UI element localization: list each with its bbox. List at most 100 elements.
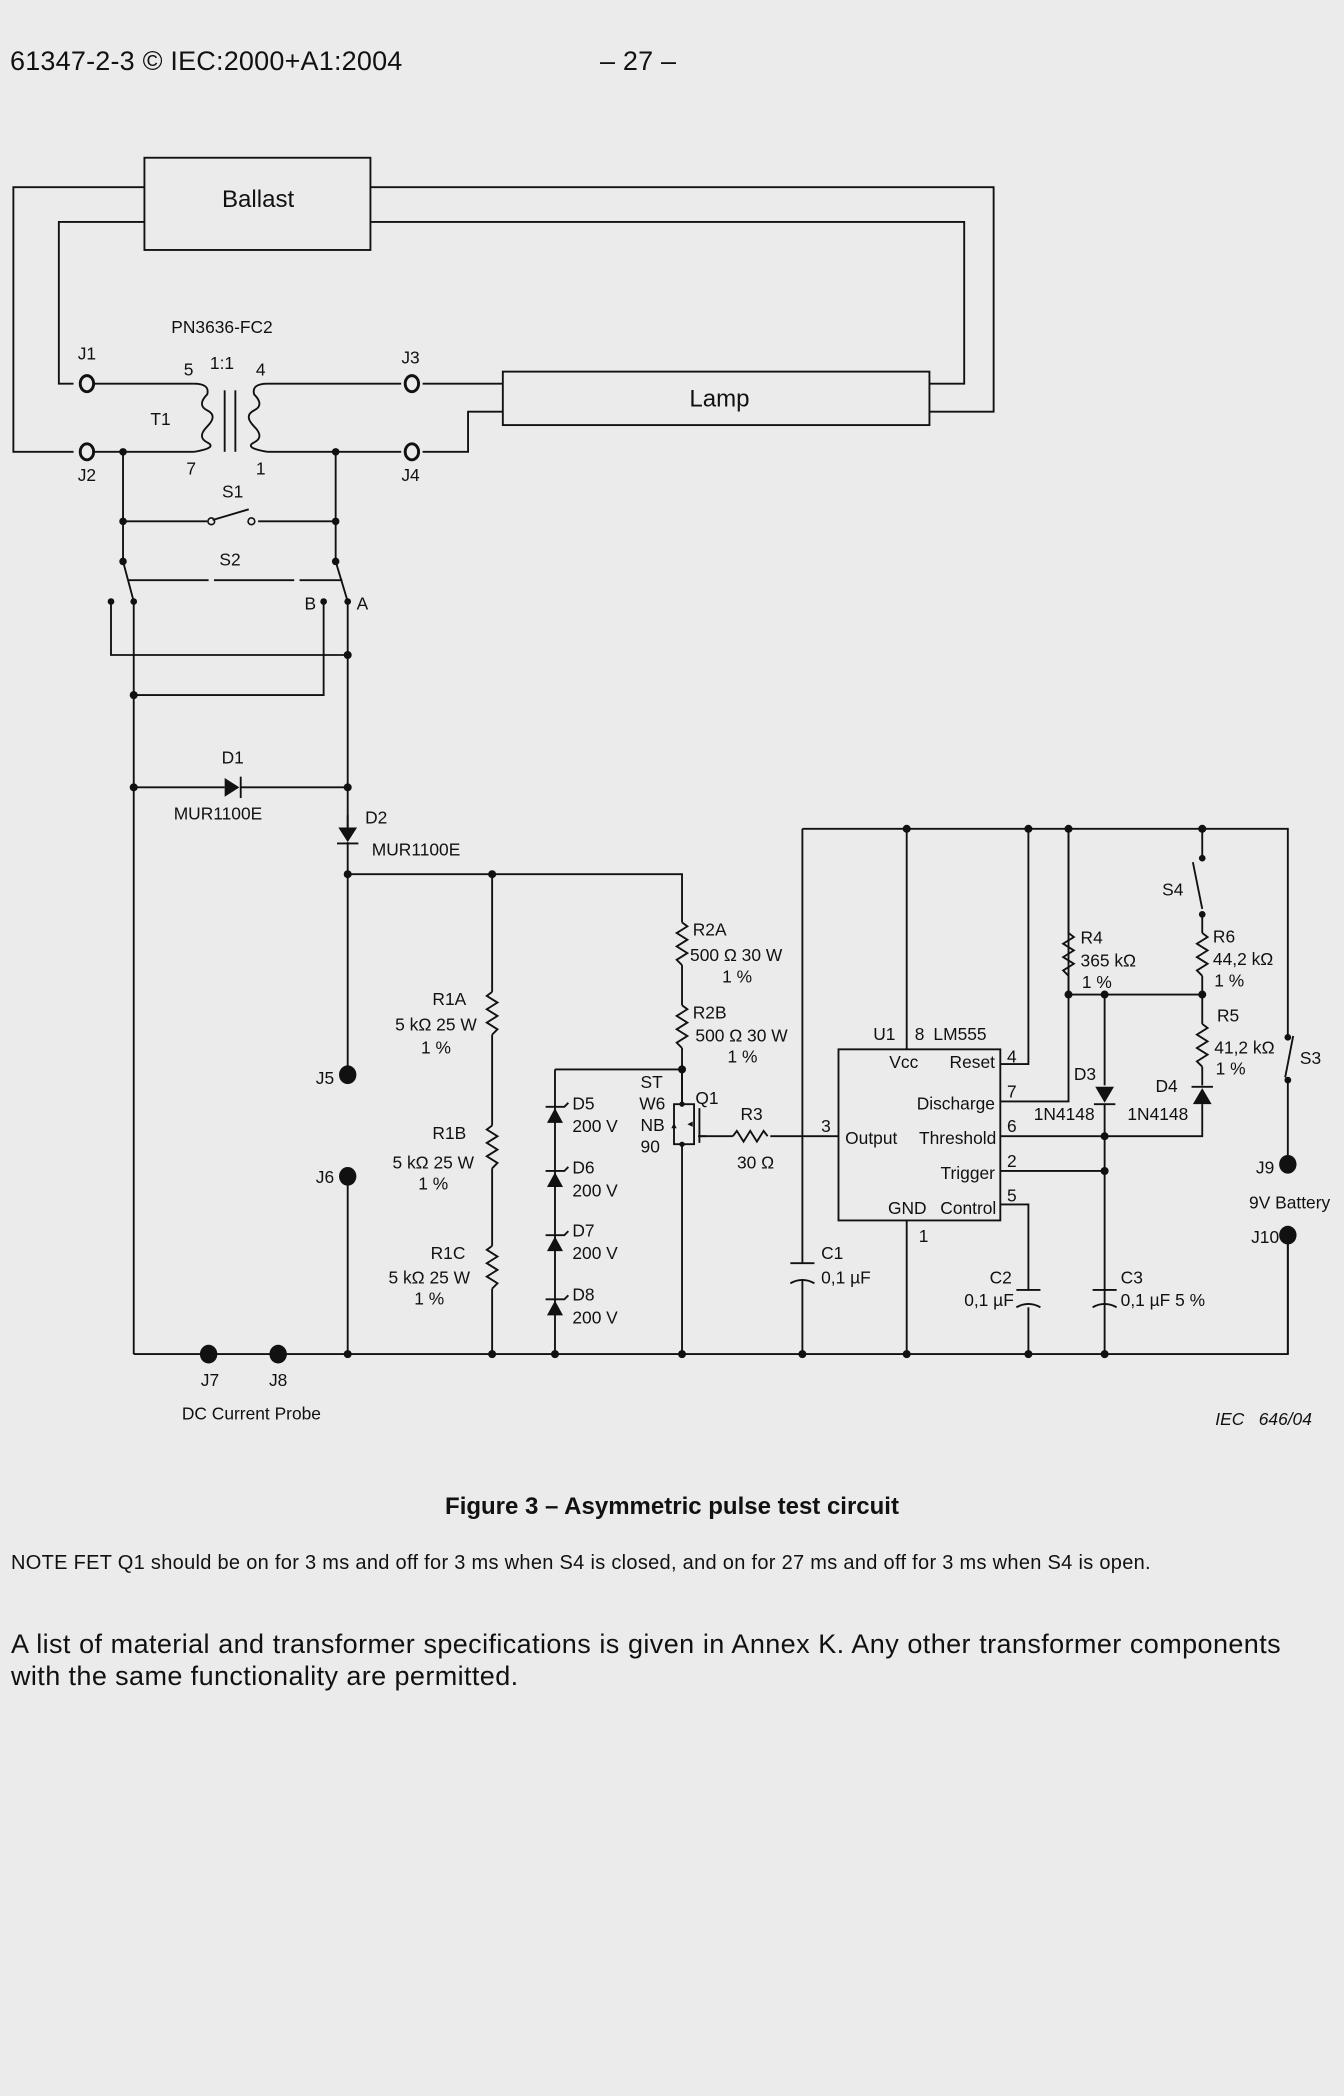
resistor-r1b-tol: 1 % (418, 1174, 448, 1194)
resistor-r4-value: 365 kΩ (1081, 950, 1137, 970)
resistor-r1c-tol: 1 % (414, 1289, 444, 1309)
lamp-label: Lamp (689, 385, 749, 412)
capacitor-c2-value: 0,1 µF (964, 1290, 1014, 1310)
pin-7: 7 (186, 459, 196, 479)
resistor-r2b-tol: 1 % (727, 1047, 757, 1067)
ballast-label: Ballast (222, 186, 295, 213)
jack-solid-dots (199, 1065, 1297, 1364)
ic-pin-threshold: Threshold (919, 1128, 996, 1148)
mosfet-q1 (671, 1103, 707, 1146)
zener-d8-name: D8 (572, 1285, 594, 1305)
diode-d1-label: D1 (222, 747, 244, 767)
jack-j10-label: J10 (1251, 1227, 1279, 1247)
capacitor-c1-value: 0,1 µF (821, 1267, 871, 1287)
resistor-r2a-name: R2A (693, 920, 727, 940)
resistor-r1b-value: 5 kΩ 25 W (392, 1152, 474, 1172)
ic-pin-control: Control (940, 1198, 996, 1218)
zener-d7-name: D7 (572, 1220, 594, 1240)
ic-pin-num-6: 6 (1007, 1116, 1017, 1136)
capacitor-c1 (789, 1262, 815, 1285)
switch-s2-a-label: A (357, 594, 369, 614)
zener-d5-name: D5 (572, 1093, 594, 1113)
jack-open-circles (78, 374, 421, 462)
jack-j3-label: J3 (401, 348, 419, 368)
switch-s1-label: S1 (222, 481, 243, 501)
capacitor-c3 (1092, 1289, 1118, 1309)
figure-note: NOTE FET Q1 should be on for 3 ms and of… (11, 1552, 1151, 1574)
diode-d2 (337, 815, 359, 845)
jack-j6-label: J6 (316, 1167, 334, 1187)
document-id: 61347-2-3 © IEC:2000+A1:2004 (10, 46, 403, 76)
jack-j2-label: J2 (78, 465, 96, 485)
resistor-r3-value: 30 Ω (737, 1152, 774, 1172)
diode-d3-part: 1N4148 (1034, 1104, 1095, 1124)
capacitor-c2 (1015, 1289, 1041, 1309)
pin-1: 1 (256, 459, 266, 479)
resistor-r1b-name: R1B (432, 1123, 466, 1143)
mosfet-part-line4: 90 (641, 1136, 660, 1156)
diode-d4-part: 1N4148 (1127, 1104, 1188, 1124)
pin-5: 5 (184, 360, 194, 380)
ic-pin-num-7: 7 (1007, 1081, 1017, 1101)
capacitor-c3-value: 0,1 µF 5 % (1121, 1290, 1205, 1310)
resistor-r2a-tol: 1 % (722, 967, 752, 987)
ic-pin-gnd: GND (888, 1198, 927, 1218)
switch-s1 (207, 508, 256, 526)
jack-j8-label: J8 (269, 1370, 287, 1390)
ic-pin-discharge: Discharge (917, 1093, 995, 1113)
zener-d6-rating: 200 V (572, 1180, 618, 1200)
zener-diodes (545, 1102, 570, 1316)
resistor-r2b-value: 500 Ω 30 W (695, 1025, 788, 1045)
diode-d3-name: D3 (1074, 1064, 1096, 1084)
diode-d2-part: MUR1100E (372, 840, 461, 860)
resistor-zigzags (485, 921, 1210, 1290)
resistor-r1a-name: R1A (432, 989, 466, 1009)
resistor-r4-tol: 1 % (1082, 972, 1112, 992)
ic-pin-trigger: Trigger (941, 1163, 996, 1183)
ic-pin-num-3: 3 (821, 1116, 831, 1136)
resistor-r5-value: 41,2 kΩ (1214, 1037, 1274, 1057)
capacitor-c1-name: C1 (821, 1243, 843, 1263)
body-paragraph: A list of material and transformer speci… (11, 1629, 1281, 1691)
switch-s4-label: S4 (1162, 880, 1184, 900)
transformer-ratio: 1:1 (210, 353, 234, 373)
zener-d8-rating: 200 V (572, 1307, 618, 1327)
switch-s2-label: S2 (219, 549, 240, 569)
ic-u1-part: LM555 (933, 1024, 986, 1044)
resistor-r6-value: 44,2 kΩ (1213, 949, 1273, 969)
ic-u1-body (837, 1048, 1002, 1222)
capacitor-c3-name: C3 (1121, 1267, 1143, 1287)
ic-pin-num-2: 2 (1007, 1151, 1017, 1171)
ic-u1-ref: U1 (873, 1024, 895, 1044)
capacitor-c2-name: C2 (990, 1267, 1012, 1287)
zener-d6-name: D6 (572, 1158, 594, 1178)
transformer-name: T1 (150, 409, 170, 429)
resistor-r6-tol: 1 % (1214, 971, 1244, 991)
iec-reference: IEC 646/04 (1215, 1409, 1312, 1429)
resistor-r5-name: R5 (1217, 1005, 1239, 1025)
figure-caption: Figure 3 – Asymmetric pulse test circuit (445, 1493, 899, 1520)
resistor-r1a-value: 5 kΩ 25 W (395, 1015, 477, 1035)
wires (12, 186, 1289, 1356)
diode-d4 (1191, 1085, 1213, 1105)
mosfet-part-line1: ST (641, 1072, 664, 1092)
resistor-r3-name: R3 (740, 1104, 762, 1124)
diode-d4-name: D4 (1155, 1076, 1178, 1096)
ic-pin-8: 8 (915, 1024, 925, 1044)
junction-dots (107, 448, 1292, 1359)
ic-pin-num-5: 5 (1007, 1186, 1017, 1206)
resistor-r6-name: R6 (1213, 926, 1235, 946)
ic-pin-vcc: Vcc (889, 1052, 918, 1072)
mosfet-part-line2: W6 (639, 1093, 665, 1113)
diode-d3 (1093, 1086, 1116, 1106)
ic-pin-num-1: 1 (919, 1226, 929, 1246)
transformer-part: PN3636-FC2 (171, 317, 272, 337)
zener-d5-rating: 200 V (572, 1116, 618, 1136)
page-number: – 27 – (600, 46, 677, 76)
zener-d7-rating: 200 V (572, 1243, 618, 1263)
diode-d2-label: D2 (365, 807, 387, 827)
diode-d1-part: MUR1100E (174, 803, 263, 823)
jack-j7-label: J7 (201, 1370, 219, 1390)
resistor-r2a-value: 500 Ω 30 W (690, 945, 783, 965)
